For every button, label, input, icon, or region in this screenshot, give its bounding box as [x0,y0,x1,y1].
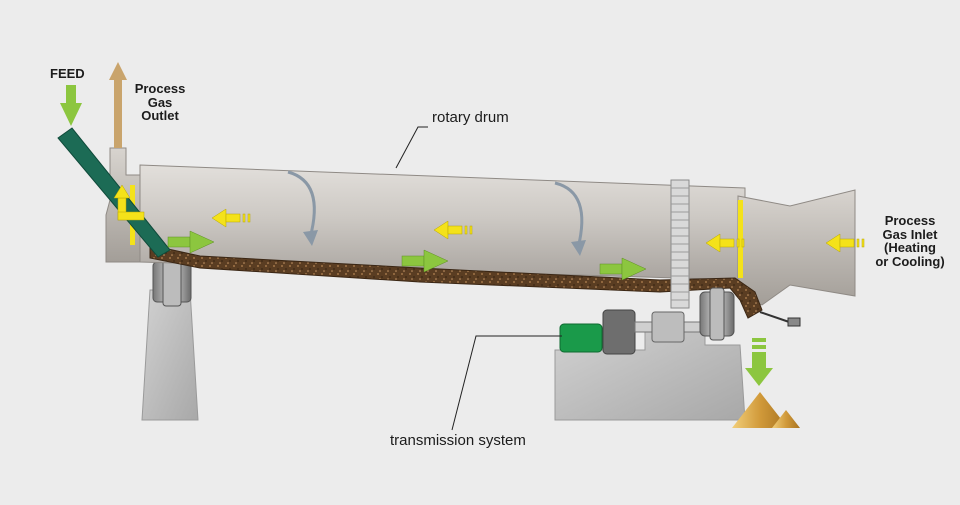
gas-outlet-label: Process Gas Outlet [130,82,190,123]
discharge-valve [787,317,801,327]
right-roller-shaft [709,287,725,341]
gas-flow-arrow-3 [705,233,745,253]
gas-flow-arrow-2 [433,220,473,240]
material-bed [149,244,763,319]
transmission-system-label: transmission system [390,432,526,449]
gas-inlet-label: Process Gas Inlet (Heating or Cooling) [866,214,954,269]
discharge-arrow [745,338,773,386]
gas-inlet-label-line-2: Gas Inlet [882,226,938,242]
gas-inlet-label-line-3: (Heating [884,240,936,256]
gas-flow-arrow-1 [211,208,251,228]
rotation-arrowhead-2 [571,240,586,256]
material-flow-arrow-3 [599,257,647,281]
product-pile-2 [772,410,800,428]
feed-label: FEED [50,66,85,81]
gas-inlet-label-line-4: or Cooling) [875,253,945,269]
gas-inlet-arrow [825,233,865,253]
gear-reducer [602,309,636,355]
pinion-housing [651,311,685,343]
gas-outlet-label-line-1: Process [134,81,186,96]
left-roller-shaft [162,257,182,307]
feed-arrow [60,85,82,126]
gas-outlet-label-line-2: Gas [147,94,173,110]
outlet-seal-band [738,200,743,278]
rotary-drum-label: rotary drum [432,109,509,126]
gas-inlet-label-line-1: Process [884,213,936,228]
transmission-leader-line [451,335,562,431]
gas-exit-elbow-arrow [113,184,145,221]
material-flow-arrow-1 [167,230,215,254]
right-foundation [554,324,746,421]
left-foundation [141,289,199,421]
girth-gear-teeth [671,187,689,301]
gas-outlet-label-line-3: Outlet [141,108,179,124]
drum-leader-line [395,126,428,169]
rotation-arrowhead-1 [303,230,318,246]
rotation-arrow-2 [554,181,584,249]
gas-outlet-arrow [109,62,127,148]
drive-motor [559,323,603,353]
material-flow-arrow-2 [401,249,449,273]
rotation-arrow-1 [287,170,316,239]
product-pile-1 [732,392,788,428]
